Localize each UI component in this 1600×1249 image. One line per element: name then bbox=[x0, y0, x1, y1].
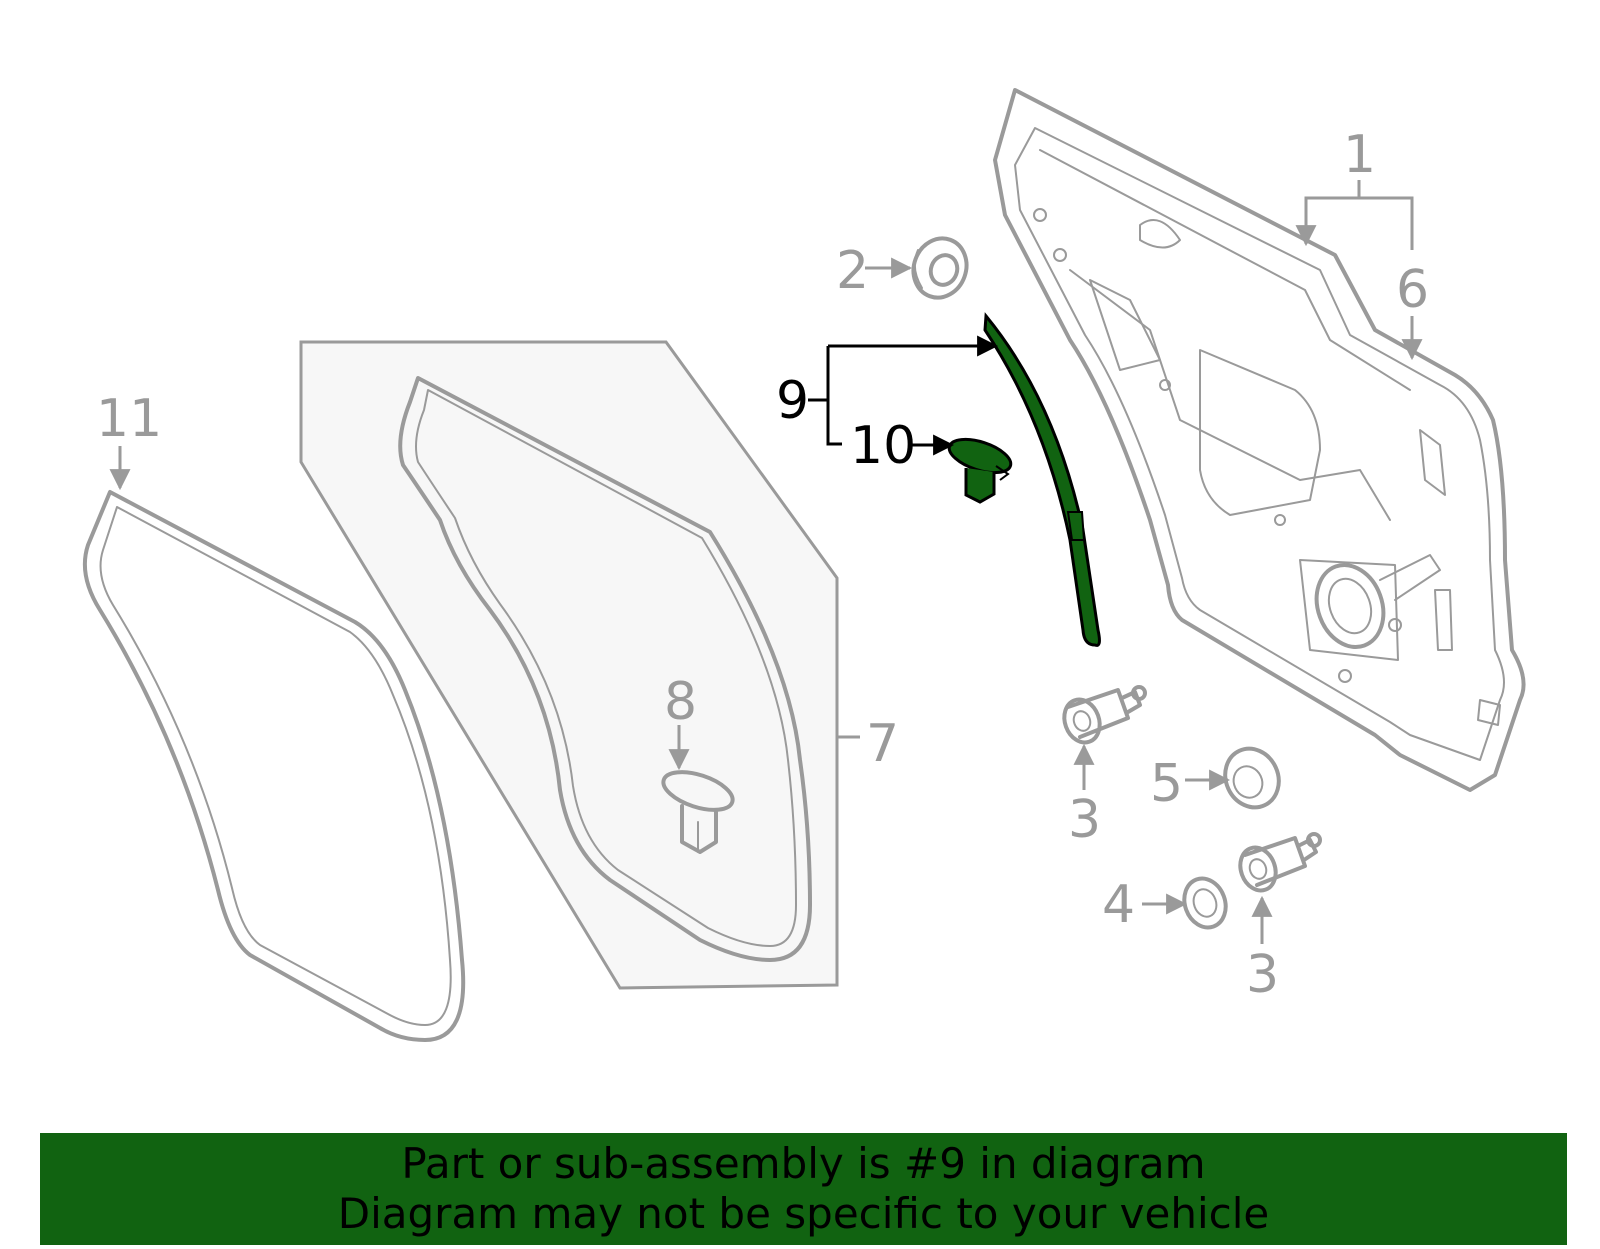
callout-2: 2 bbox=[836, 241, 869, 301]
banner-line-1: Part or sub-assembly is #9 in diagram bbox=[401, 1139, 1206, 1188]
callout-5: 5 bbox=[1150, 754, 1183, 814]
info-banner: Part or sub-assembly is #9 in diagram Di… bbox=[40, 1133, 1567, 1245]
callout-3-lower: 3 bbox=[1246, 945, 1279, 1005]
callout-6: 6 bbox=[1396, 260, 1429, 320]
bracket-1 bbox=[1304, 196, 1414, 250]
banner-line-2: Diagram may not be specific to your vehi… bbox=[337, 1189, 1270, 1238]
weatherstrip-outer-part-11 bbox=[82, 490, 466, 1042]
clip-part-8 bbox=[661, 770, 735, 854]
callout-11: 11 bbox=[96, 389, 162, 449]
callout-7: 7 bbox=[866, 714, 899, 774]
washer-part-4 bbox=[1182, 876, 1228, 930]
bumper-part-5 bbox=[1223, 746, 1281, 810]
seal-kit-panel-part-7 bbox=[299, 340, 839, 990]
grommet-part-2 bbox=[911, 236, 969, 300]
clip-part-10 bbox=[947, 437, 1013, 504]
run-channel-part-9 bbox=[983, 312, 1101, 647]
pin-part-3-lower bbox=[1238, 832, 1322, 893]
callout-4: 4 bbox=[1102, 875, 1135, 935]
bracket-9 bbox=[826, 346, 842, 446]
pin-part-3-upper bbox=[1062, 685, 1147, 745]
callout-3-upper: 3 bbox=[1068, 790, 1101, 850]
callout-10: 10 bbox=[850, 416, 916, 476]
callout-9: 9 bbox=[776, 371, 809, 431]
callout-1: 1 bbox=[1343, 125, 1376, 185]
door-shell-part-1 bbox=[993, 88, 1526, 792]
callout-8: 8 bbox=[664, 672, 697, 732]
